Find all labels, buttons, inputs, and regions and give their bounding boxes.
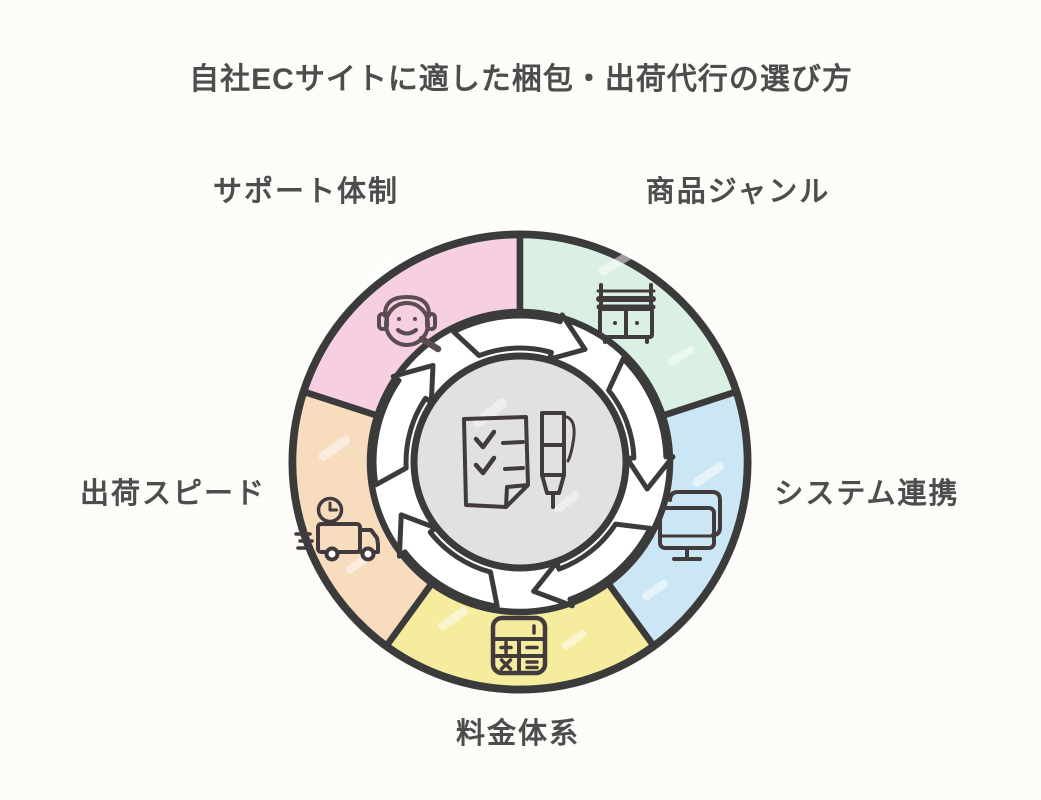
headband	[382, 295, 432, 318]
paper-fold-corner	[504, 483, 530, 509]
ear-cup	[425, 312, 437, 331]
texture-streak	[641, 579, 669, 601]
cycle-arrow	[531, 521, 653, 609]
multiply-key	[499, 658, 513, 671]
clock-face	[316, 496, 344, 524]
headset-smiley-icon	[377, 295, 442, 353]
texture-streak	[554, 491, 580, 513]
texture-streaks	[318, 248, 725, 650]
checklist-line	[501, 440, 525, 445]
eye	[397, 317, 401, 321]
segment-label-pricing: 料金体系	[455, 718, 581, 750]
diagram-title: 自社ECサイトに適した梱包・出荷代行の選び方	[189, 63, 853, 96]
segment-label-speed: 出荷スピード	[79, 478, 267, 510]
texture-streak	[667, 346, 695, 366]
checkmark	[473, 455, 497, 476]
back-screen	[668, 490, 722, 537]
texture-streak	[438, 606, 469, 631]
cycle-arrow	[396, 512, 500, 609]
clock-hands	[328, 501, 338, 512]
segment-label-support: サポート体制	[212, 176, 400, 208]
delivery-truck-clock-icon	[294, 496, 380, 562]
icons-layer	[294, 283, 722, 676]
texture-streak	[598, 248, 636, 276]
texture-streak	[355, 256, 395, 290]
truck-wheel	[360, 546, 376, 562]
texture-streak	[692, 461, 725, 487]
truck-wheel	[324, 546, 340, 562]
smile	[396, 328, 418, 336]
pen-clip	[565, 415, 576, 463]
segment-label-genre: 商品ジャンル	[645, 176, 831, 208]
mic-arm	[418, 335, 442, 353]
equals-key	[525, 660, 539, 670]
dual-monitor-icon	[658, 490, 722, 561]
eye	[413, 317, 417, 321]
cycle-arrow	[606, 356, 676, 492]
checkmark	[473, 429, 497, 450]
texture-streak	[561, 630, 587, 650]
cycle-arrow	[371, 362, 436, 488]
checklist-and-pen-icon	[462, 411, 576, 509]
cycle-arrow	[451, 312, 588, 362]
knob	[635, 321, 639, 325]
checklist-line	[503, 466, 525, 471]
ear-cup	[377, 312, 389, 331]
cycle-arrows-layer	[371, 312, 676, 609]
calculator-icon	[490, 615, 548, 676]
center-circle	[410, 352, 630, 572]
plus-key	[499, 640, 513, 655]
cabinet-shelf-icon	[596, 283, 656, 344]
knob	[613, 321, 617, 325]
segment-label-system: システム連携	[774, 478, 960, 510]
texture-streak	[318, 435, 351, 461]
